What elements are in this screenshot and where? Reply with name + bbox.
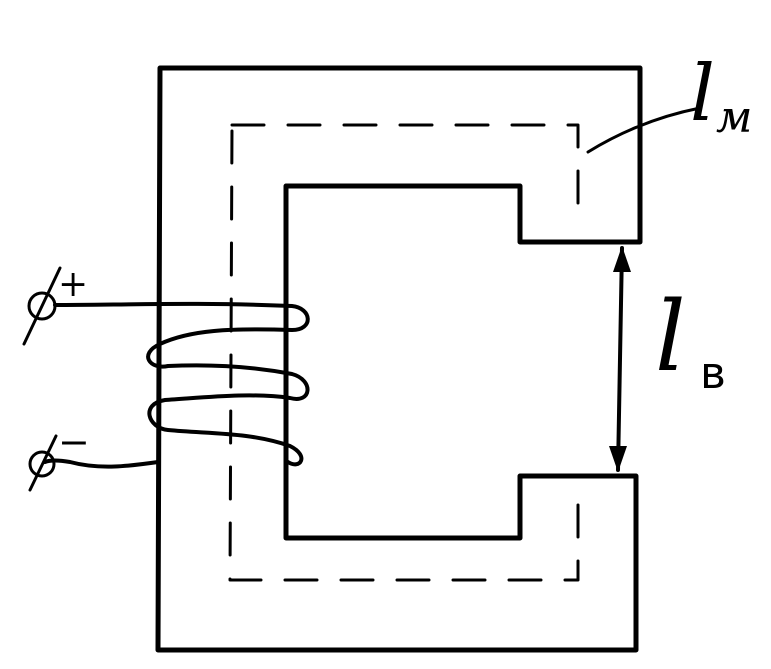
negative-terminal: − xyxy=(28,420,90,492)
air-gap-length-label: l в xyxy=(655,281,726,399)
magnetic-length-label: l м xyxy=(690,49,752,143)
air-gap-length-subscript: в xyxy=(700,348,726,399)
magnetic-core-outline xyxy=(155,65,643,653)
terminal-circle-slash-icon xyxy=(27,291,57,321)
air-gap-dimension-arrow xyxy=(609,246,631,472)
magnetic-length-subscript: м xyxy=(716,92,752,143)
terminal-circle-slash-icon xyxy=(28,450,56,478)
positive-terminal: + xyxy=(22,264,88,346)
positive-terminal-sign: + xyxy=(58,264,88,305)
negative-lead-wire xyxy=(43,458,160,469)
magnetic-length-symbol: l xyxy=(690,49,715,139)
air-gap-length-symbol: l xyxy=(655,281,686,393)
negative-terminal-sign: − xyxy=(58,420,90,464)
magnetic-length-leader xyxy=(586,106,702,154)
coil-winding xyxy=(53,301,310,467)
mean-magnetic-path xyxy=(228,123,580,582)
